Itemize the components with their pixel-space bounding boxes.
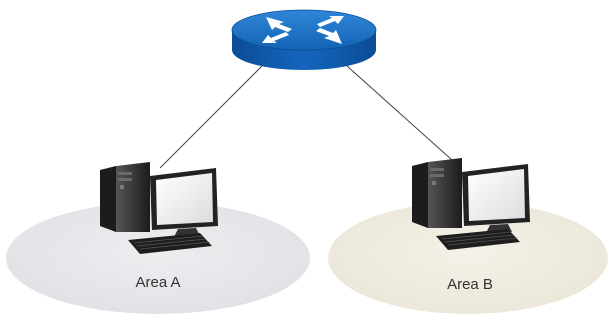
router-icon <box>232 10 376 70</box>
area-a-label: Area A <box>135 274 180 291</box>
link-router-to-area-a <box>160 66 262 168</box>
area-b-label: Area B <box>447 276 493 293</box>
link-router-to-area-b <box>347 66 452 160</box>
